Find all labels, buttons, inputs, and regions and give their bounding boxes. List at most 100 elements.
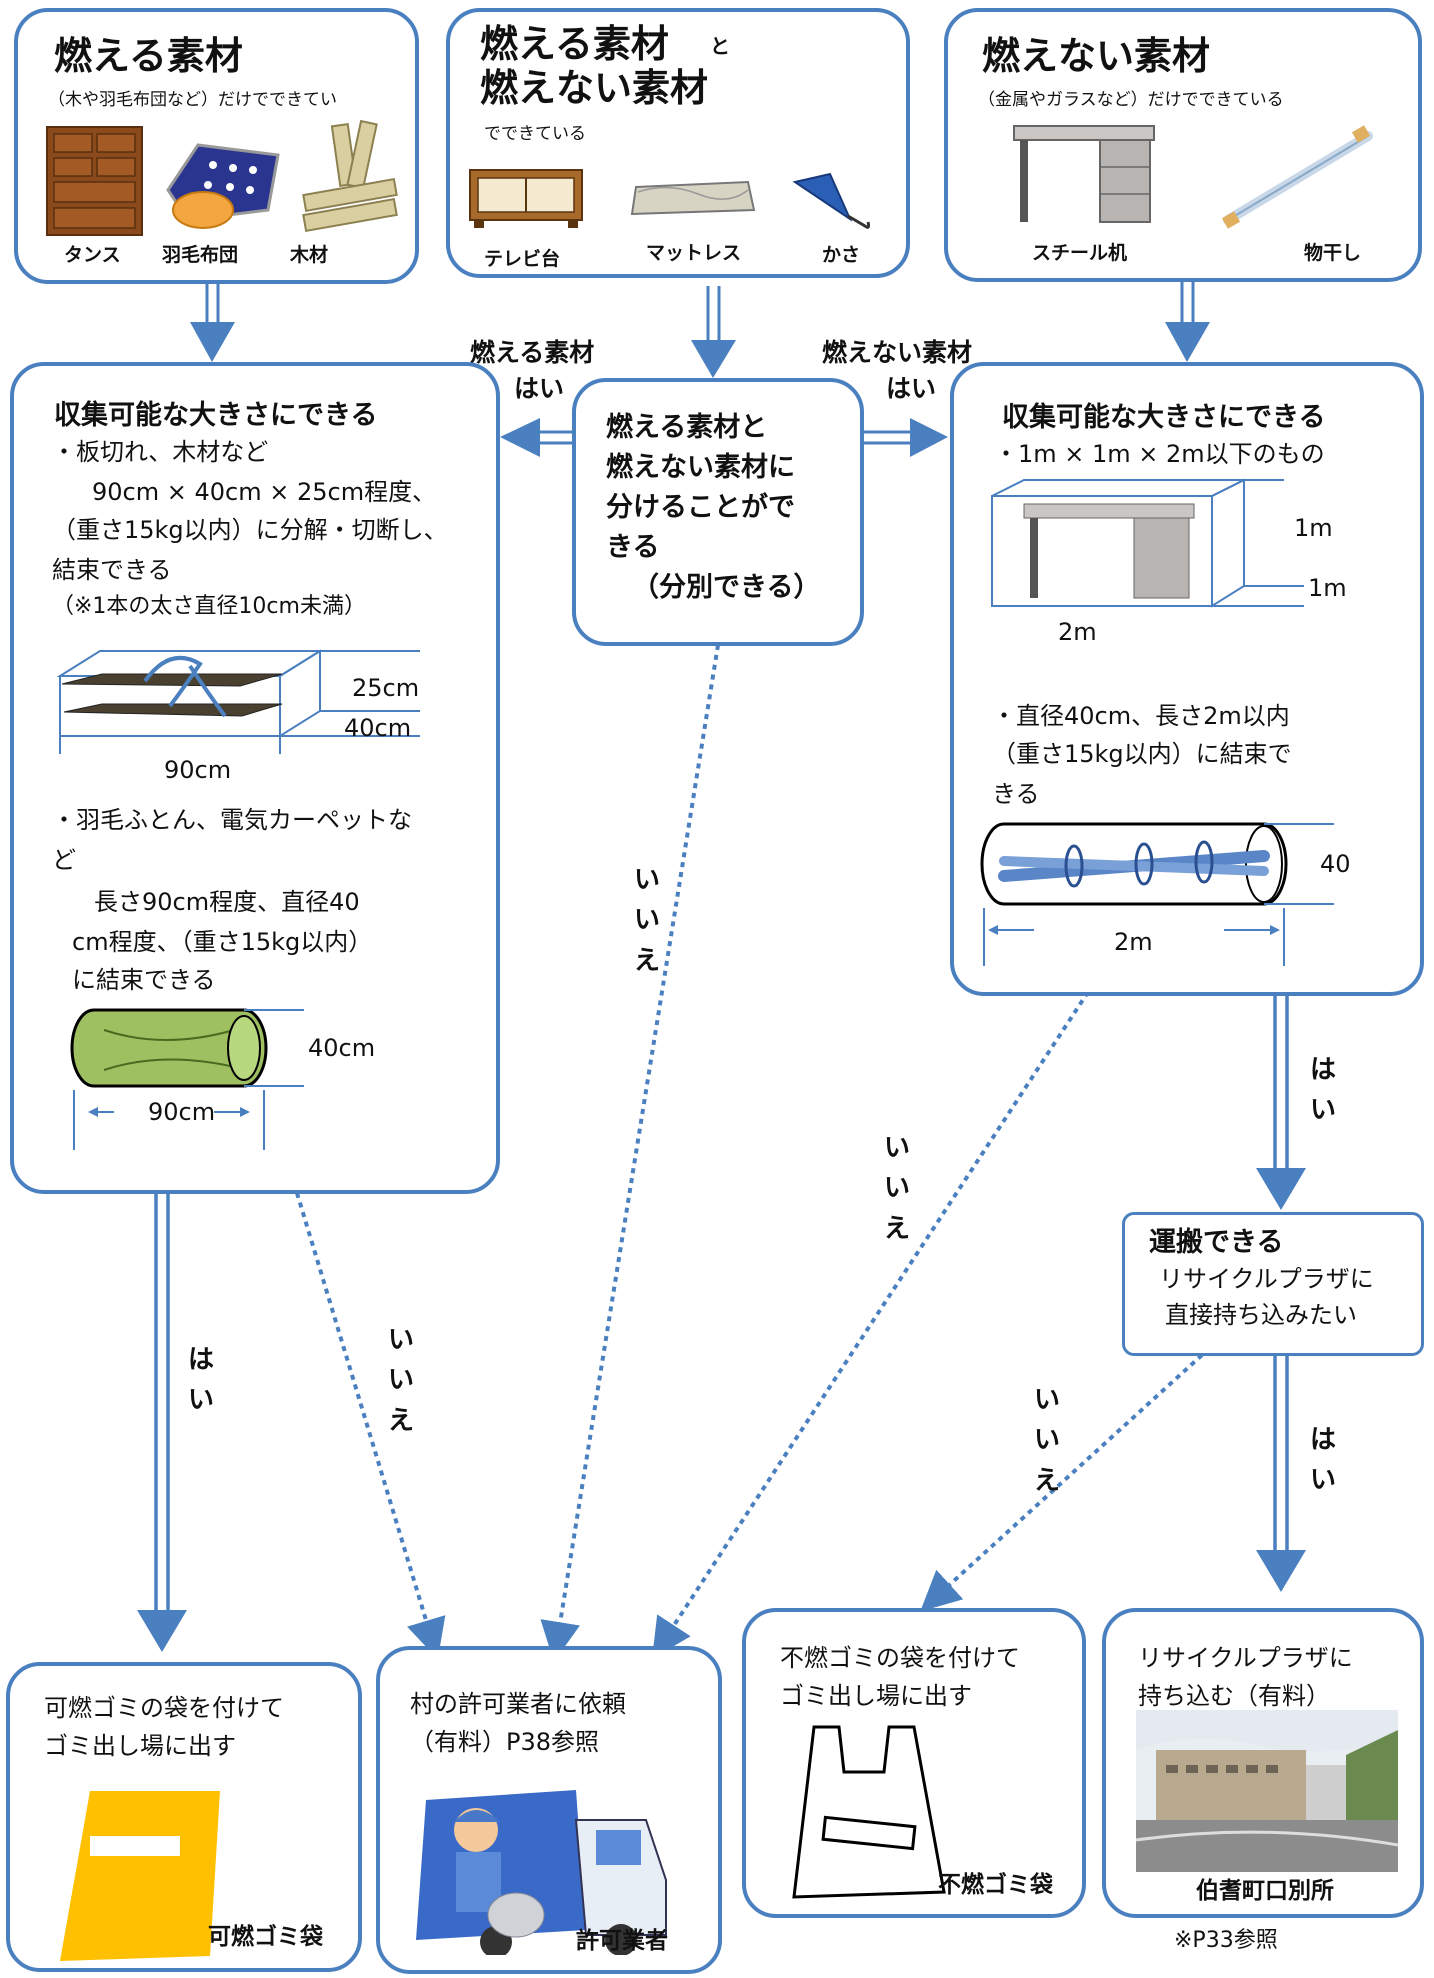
text-line: ゴミ出し場に出す bbox=[44, 1732, 236, 1760]
question-line: 燃えない素材に bbox=[606, 452, 795, 483]
label-yes: はい bbox=[187, 1345, 214, 1416]
dim-label-diameter: 40 bbox=[1320, 850, 1351, 878]
box-collectible-size-burnable: 収集可能な大きさにできる ・板切れ、木材など 90cm × 40cm × 25c… bbox=[10, 362, 500, 1194]
dotted-carry-to-nonburn bbox=[920, 1353, 1204, 1612]
box-separable-question: 燃える素材と 燃えない素材に 分けることがで きる （分別できる） bbox=[572, 378, 864, 646]
dotted-left-to-permit bbox=[295, 1192, 446, 1660]
umbrella-image bbox=[792, 172, 871, 229]
box-mixed-material: 燃える素材 と 燃えない素材 でできている テレビ台 マットレス かさ bbox=[446, 8, 910, 278]
arrow-top-mid-down bbox=[691, 286, 736, 378]
label-no: いいえ bbox=[387, 1325, 414, 1436]
burnable-bag-image bbox=[60, 1791, 220, 1961]
photo-caption: 伯耆町口別所 bbox=[1196, 1878, 1334, 1904]
box-subtitle: （木や羽毛布団など）だけでできてい bbox=[48, 90, 337, 110]
futon-image bbox=[166, 143, 280, 229]
label-nonburnable-yes-2: はい bbox=[886, 374, 937, 403]
dim-label-height: 25cm bbox=[352, 674, 420, 702]
steel-desk-image bbox=[1013, 125, 1155, 223]
rolled-futon-diagram bbox=[70, 1008, 304, 1150]
drying-pole-image bbox=[1221, 125, 1373, 229]
box-nonburnable-bag: 不燃ゴミの袋を付けて ゴミ出し場に出す 不燃ゴミ袋 bbox=[742, 1608, 1086, 1918]
text-line: きる bbox=[992, 780, 1040, 808]
text-line: ・1m × 1m × 2m以下のもの bbox=[994, 440, 1325, 468]
label-yes: はい bbox=[1309, 1055, 1336, 1126]
text-line: ・板切れ、木材など bbox=[52, 438, 269, 466]
text-line: 持ち込む（有料） bbox=[1138, 1682, 1330, 1710]
label-nonburnable-yes-1: 燃えない素材 bbox=[822, 338, 973, 367]
box-can-transport: 運搬できる リサイクルプラザに 直接持ち込みたい bbox=[1122, 1212, 1424, 1356]
question-line: きる bbox=[606, 532, 660, 563]
arrow-carry-yes-down bbox=[1256, 1355, 1306, 1592]
item-label-tv-stand: テレビ台 bbox=[484, 248, 561, 270]
box-subtitle: （金属やガラスなど）だけでできている bbox=[978, 90, 1284, 110]
item-label-dresser: タンス bbox=[64, 244, 121, 266]
text-line: 結束できる bbox=[52, 556, 172, 584]
box-permit-contractor: 村の許可業者に依頼 （有料）P38参照 許可業者 bbox=[376, 1646, 722, 1974]
dotted-center-to-permit bbox=[540, 644, 720, 1662]
text-line: （有料）P38参照 bbox=[410, 1728, 600, 1756]
box-title-2: 燃えない素材 bbox=[480, 66, 709, 110]
arrow-right-yes-down bbox=[1256, 995, 1306, 1210]
text-line: 不燃ゴミの袋を付けて bbox=[780, 1644, 1020, 1672]
label-yes: はい bbox=[1309, 1425, 1336, 1496]
text-line: ・羽毛ふとん、電気カーペットな bbox=[52, 806, 412, 834]
label-no: いいえ bbox=[1033, 1385, 1060, 1496]
text-line: 90cm × 40cm × 25cm程度、 bbox=[92, 478, 437, 506]
box-title-to: と bbox=[710, 34, 730, 58]
dim-label-width: 40cm bbox=[344, 714, 412, 742]
box-title: 収集可能な大きさにできる bbox=[54, 400, 378, 431]
text-line: cm程度、（重さ15kg以内） bbox=[72, 928, 373, 956]
label-burnable-yes-1: 燃える素材 bbox=[470, 338, 595, 367]
item-label-mattress: マットレス bbox=[646, 242, 742, 264]
text-line: （重さ15kg以内）に分解・切断し、 bbox=[52, 516, 448, 544]
reference-note: ※P33参照 bbox=[1174, 1928, 1278, 1953]
arrow-center-right bbox=[862, 418, 948, 457]
text-line: 村の許可業者に依頼 bbox=[410, 1690, 626, 1718]
nonburnable-bag-image bbox=[792, 1725, 946, 1899]
box-title: 燃えない素材 bbox=[982, 34, 1211, 78]
arrow-top-right-down bbox=[1165, 282, 1210, 362]
box-burnable-only: 燃える素材 （木や羽毛布団など）だけでできてい タンス 羽毛布団 木材 bbox=[14, 8, 419, 284]
bundled-poles-diagram bbox=[980, 822, 1334, 966]
dim-label-length: 2m bbox=[1114, 928, 1153, 956]
box-title-1: 燃える素材 bbox=[480, 22, 669, 66]
bag-caption: 不燃ゴミ袋 bbox=[938, 1872, 1053, 1898]
desk-box-diagram bbox=[991, 478, 1304, 608]
arrow-top-left-down bbox=[190, 282, 235, 362]
bag-caption: 可燃ゴミ袋 bbox=[208, 1924, 323, 1950]
bundled-boards-diagram bbox=[56, 649, 420, 754]
box-subtitle: でできている bbox=[484, 124, 586, 144]
text-line: ・直径40cm、長さ2m以内 bbox=[992, 702, 1290, 730]
mattress-image bbox=[630, 180, 756, 216]
text-line: 直接持ち込みたい bbox=[1165, 1301, 1357, 1329]
tv-stand-image bbox=[469, 169, 583, 228]
recycle-plaza-photo bbox=[1136, 1710, 1398, 1872]
dim-label-diameter: 40cm bbox=[308, 1034, 376, 1062]
item-label-lumber: 木材 bbox=[290, 244, 329, 266]
text-line: （重さ15kg以内）に結束で bbox=[992, 740, 1292, 768]
dim-label-width: 2m bbox=[1058, 618, 1097, 646]
box-burnable-bag: 可燃ゴミの袋を付けて ゴミ出し場に出す 可燃ゴミ袋 bbox=[6, 1662, 362, 1972]
lumber-image bbox=[302, 119, 398, 233]
item-label-steel-desk: スチール机 bbox=[1032, 242, 1128, 264]
question-line: 分けることがで bbox=[606, 492, 795, 523]
text-line: ど bbox=[52, 846, 76, 874]
item-label-drying-pole: 物干し bbox=[1304, 242, 1362, 264]
box-title: 収集可能な大きさにできる bbox=[1002, 402, 1326, 433]
box-recycle-plaza: リサイクルプラザに 持ち込む（有料） 伯耆町口別所 bbox=[1102, 1608, 1424, 1918]
text-line: 可燃ゴミの袋を付けて bbox=[44, 1694, 284, 1722]
dim-label-length: 90cm bbox=[148, 1098, 216, 1126]
question-line: 燃える素材と bbox=[606, 412, 768, 443]
dresser-image bbox=[46, 126, 143, 236]
label-burnable-yes-2: はい bbox=[514, 374, 565, 403]
dim-label-height: 1m bbox=[1294, 514, 1333, 542]
text-line: リサイクルプラザに bbox=[1159, 1265, 1374, 1293]
arrow-left-yes-down bbox=[137, 1193, 187, 1652]
label-no: いいえ bbox=[633, 865, 660, 976]
box-title: 燃える素材 bbox=[54, 34, 243, 78]
text-line: リサイクルプラザに bbox=[1138, 1644, 1353, 1672]
text-line: に結束できる bbox=[72, 966, 216, 994]
dim-label-length: 90cm bbox=[164, 756, 232, 784]
dotted-right-to-permit bbox=[652, 990, 1090, 1659]
